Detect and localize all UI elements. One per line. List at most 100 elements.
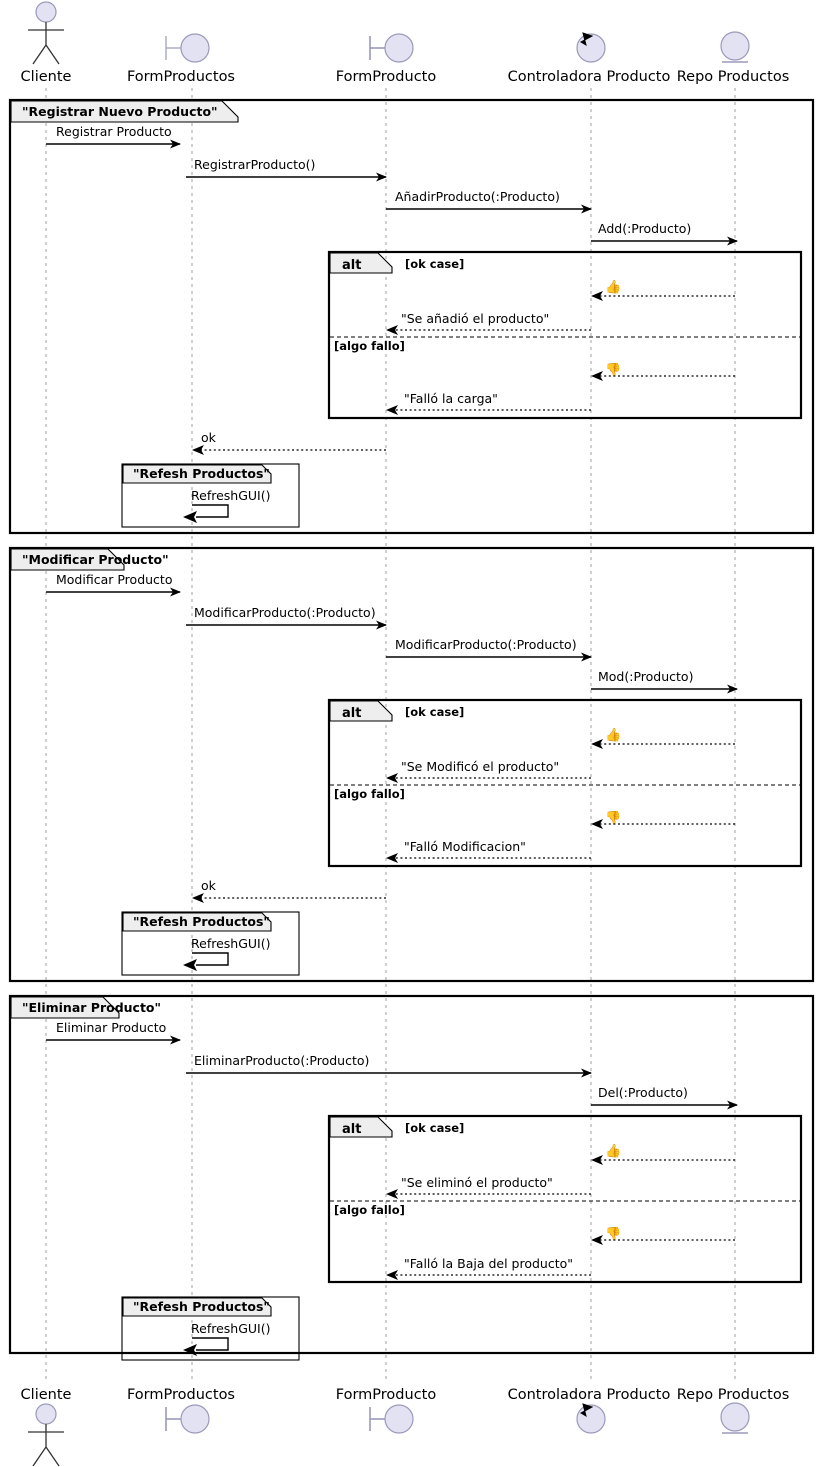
self-message-refreshgui-1[interactable]: RefreshGUI() xyxy=(183,488,270,523)
subgroup-frame xyxy=(121,463,300,528)
message-label: Del(:Producto) xyxy=(598,1085,688,1100)
subgroup-tab xyxy=(122,912,272,932)
participant-repo-top[interactable]: Repo Productos xyxy=(677,31,790,85)
message-thumbsup-return[interactable]: 👍 xyxy=(591,1143,735,1165)
arrow-head xyxy=(386,405,398,415)
participant-formproducto-bottom[interactable]: FormProducto xyxy=(336,1387,437,1434)
message-modificarproducto-p2[interactable]: ModificarProducto(:Producto) xyxy=(386,637,592,662)
fragment-guard-fallo: [algo fallo] xyxy=(334,787,405,801)
subgroup-tab xyxy=(122,1297,272,1317)
fragment-operator: alt xyxy=(342,706,361,721)
message-ok-return-modificar[interactable]: ok xyxy=(192,878,386,903)
message-label: AñadirProducto(:Producto) xyxy=(395,189,560,204)
participant-formproducto-top[interactable]: FormProducto xyxy=(336,33,437,85)
subgroup-refesh-productos-1[interactable]: "Refesh Productos" RefreshGUI() xyxy=(121,463,300,528)
arrow-head xyxy=(591,739,603,749)
subgroup-frame xyxy=(121,1296,300,1361)
participant-controladora-top[interactable]: Controladora Producto xyxy=(508,32,671,85)
message-label: Add(:Producto) xyxy=(598,221,691,236)
entity-icon xyxy=(720,1402,750,1432)
fragment-operator: alt xyxy=(342,1122,361,1137)
subgroup-frame xyxy=(121,911,300,976)
lifelines-layer xyxy=(45,88,736,1380)
participant-cliente-top[interactable]: Cliente xyxy=(21,1,72,85)
group-eliminar-producto[interactable]: "Eliminar Producto" Eliminar Producto El… xyxy=(8,994,815,1361)
participant-headers-top: Cliente FormProductos FormProducto Contr… xyxy=(21,1,790,85)
message-se-anadio[interactable]: "Se añadió el producto" xyxy=(386,311,591,335)
arrow-head xyxy=(591,371,603,381)
thumbs-up-icon: 👍 xyxy=(605,1143,621,1159)
message-add[interactable]: Add(:Producto) xyxy=(591,221,738,246)
message-thumbsup-return[interactable]: 👍 xyxy=(591,279,735,301)
alt-fragment-registrar[interactable]: alt [ok case] 👍 "Se añadió el producto" … xyxy=(327,250,803,420)
fragment-frame xyxy=(327,1114,803,1284)
thumbs-up-icon: 👍 xyxy=(605,727,621,743)
message-label: ok xyxy=(201,878,217,893)
self-message-refreshgui-3[interactable]: RefreshGUI() xyxy=(183,1321,270,1356)
actor-stick-figure-icon xyxy=(35,1,57,23)
message-label: "Se Modificó el producto" xyxy=(401,759,559,774)
message-ok-return-registrar[interactable]: ok xyxy=(192,430,386,455)
message-mod[interactable]: Mod(:Producto) xyxy=(591,669,738,694)
fragment-frame xyxy=(327,698,803,868)
message-label: "Se eliminó el producto" xyxy=(401,1175,553,1190)
group-registrar-nuevo-producto[interactable]: "Registrar Nuevo Producto" Registrar Pro… xyxy=(8,98,815,535)
arrow-head xyxy=(192,445,204,455)
message-se-modifico[interactable]: "Se Modificó el producto" xyxy=(386,759,591,783)
participant-formproductos-bottom[interactable]: FormProductos xyxy=(127,1387,235,1434)
control-icon xyxy=(576,33,606,63)
participant-label-repo-bottom: Repo Productos xyxy=(677,1387,790,1403)
group-frame xyxy=(8,994,815,1355)
participant-cliente-bottom[interactable]: Cliente xyxy=(21,1387,72,1467)
actor-body-icon xyxy=(28,1424,64,1467)
fragment-tab xyxy=(329,700,393,722)
message-modificarproducto-p1[interactable]: ModificarProducto(:Producto) xyxy=(186,605,387,630)
participant-label-repo: Repo Productos xyxy=(677,69,790,85)
alt-fragment-modificar[interactable]: alt [ok case] 👍 "Se Modificó el producto… xyxy=(327,698,803,868)
thumbs-down-icon: 👎 xyxy=(605,810,621,826)
message-se-elimino[interactable]: "Se eliminó el producto" xyxy=(386,1175,591,1199)
group-tab xyxy=(10,996,120,1019)
subgroup-refesh-productos-3[interactable]: "Refesh Productos" RefreshGUI() xyxy=(121,1296,300,1361)
arrow-head xyxy=(591,291,603,301)
group-modificar-producto[interactable]: "Modificar Producto" Modificar Producto … xyxy=(8,546,815,983)
boundary-icon xyxy=(180,1404,210,1434)
message-thumbsdown-return[interactable]: 👎 xyxy=(591,1226,735,1245)
message-fallo-modificacion[interactable]: "Falló Modificacion" xyxy=(386,839,591,863)
self-message-refreshgui-2[interactable]: RefreshGUI() xyxy=(183,936,270,971)
message-eliminarproducto-p[interactable]: EliminarProducto(:Producto) xyxy=(186,1053,592,1078)
message-eliminar-producto[interactable]: Eliminar Producto xyxy=(46,1020,181,1045)
message-anadirproducto[interactable]: AñadirProducto(:Producto) xyxy=(386,189,592,214)
fragment-tab xyxy=(329,252,393,274)
boundary-icon xyxy=(384,1404,414,1434)
message-fallo-carga[interactable]: "Falló la carga" xyxy=(386,391,591,415)
participant-controladora-bottom[interactable]: Controladora Producto xyxy=(508,1387,671,1434)
arrow-head xyxy=(386,773,398,783)
message-del[interactable]: Del(:Producto) xyxy=(591,1085,738,1110)
participant-label-cliente-bottom: Cliente xyxy=(21,1387,72,1403)
arrow-head xyxy=(591,1155,603,1165)
message-registrar-producto[interactable]: Registrar Producto xyxy=(46,124,181,149)
arrow-head xyxy=(386,1270,398,1280)
arrow-head xyxy=(183,959,197,971)
fragment-tab xyxy=(329,1116,393,1138)
participant-formproductos-top[interactable]: FormProductos xyxy=(127,33,235,85)
message-label: "Falló la carga" xyxy=(404,391,498,406)
arrow-head xyxy=(386,853,398,863)
message-thumbsdown-return[interactable]: 👎 xyxy=(591,810,735,829)
message-modificar-producto[interactable]: Modificar Producto xyxy=(46,572,181,597)
fragment-guard-fallo: [algo fallo] xyxy=(334,339,405,353)
message-thumbsdown-return[interactable]: 👎 xyxy=(591,362,735,381)
boundary-icon xyxy=(384,33,414,63)
message-registrarproducto-fn[interactable]: RegistrarProducto() xyxy=(186,157,387,182)
message-fallo-baja[interactable]: "Falló la Baja del producto" xyxy=(386,1256,591,1280)
participant-label-controladora: Controladora Producto xyxy=(508,69,671,85)
control-arrow-icon xyxy=(579,32,594,47)
arrow-head xyxy=(591,1235,603,1245)
group-title-eliminar: "Eliminar Producto" xyxy=(22,1000,161,1015)
message-label: ModificarProducto(:Producto) xyxy=(395,637,577,652)
message-thumbsup-return[interactable]: 👍 xyxy=(591,727,735,749)
alt-fragment-eliminar[interactable]: alt [ok case] 👍 "Se eliminó el producto"… xyxy=(327,1114,803,1284)
subgroup-refesh-productos-2[interactable]: "Refesh Productos" RefreshGUI() xyxy=(121,911,300,976)
participant-repo-bottom[interactable]: Repo Productos xyxy=(677,1387,790,1434)
